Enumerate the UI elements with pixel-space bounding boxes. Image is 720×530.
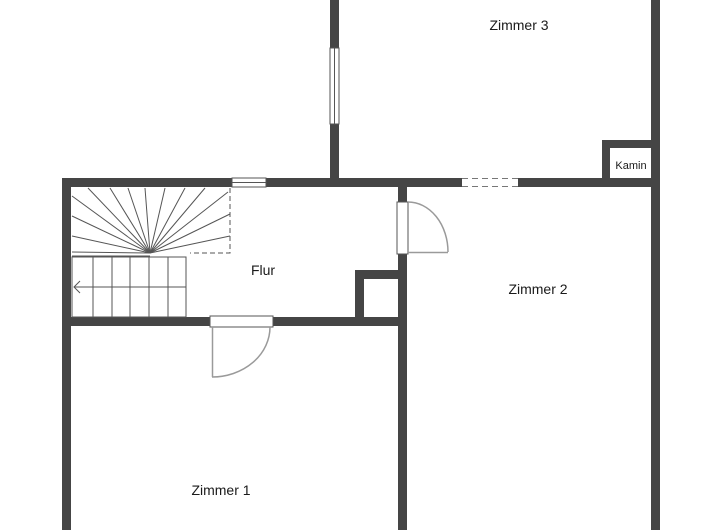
wall-outer-left (62, 178, 71, 530)
wall-kamin-top (602, 140, 660, 148)
room-label-zimmer3: Zimmer 3 (489, 17, 548, 33)
wall-shaft-top (355, 270, 407, 279)
staircase-straight-run (71, 256, 187, 318)
wall-top-left-a (62, 178, 232, 187)
wall-zimmer3-left-lower (330, 124, 339, 184)
room-label-zimmer1: Zimmer 1 (191, 482, 250, 498)
arrow-left-icon (73, 280, 81, 294)
window-zimmer2-top (462, 178, 518, 187)
wall-zimmer3-left-upper (330, 0, 339, 48)
window-flur-top (231, 177, 267, 188)
room-labels: Zimmer 3 Flur Zimmer 2 Zimmer 1 Kamin (191, 17, 646, 498)
wall-top-right (518, 178, 660, 187)
wall-flur-bottom-right (273, 317, 407, 326)
staircase-winder (71, 187, 231, 257)
kamin-label: Kamin (615, 160, 646, 172)
wall-top-left-b (266, 178, 462, 187)
walls (62, 0, 660, 530)
staircase (71, 187, 231, 318)
wall-flur-bottom-left (62, 317, 210, 326)
wall-flur-zimmer2-lower (398, 254, 407, 530)
doors (209, 201, 449, 378)
room-label-flur: Flur (251, 262, 275, 278)
door-flur-zimmer1 (209, 315, 274, 378)
wall-outer-right (651, 0, 660, 530)
wall-shaft-left (355, 270, 364, 326)
door-flur-zimmer2 (396, 201, 449, 255)
wall-flur-zimmer2-upper (398, 178, 407, 202)
wall-kamin-left (602, 140, 610, 187)
room-label-zimmer2: Zimmer 2 (508, 281, 567, 297)
window-zimmer3-left (329, 47, 340, 125)
windows (231, 47, 518, 188)
